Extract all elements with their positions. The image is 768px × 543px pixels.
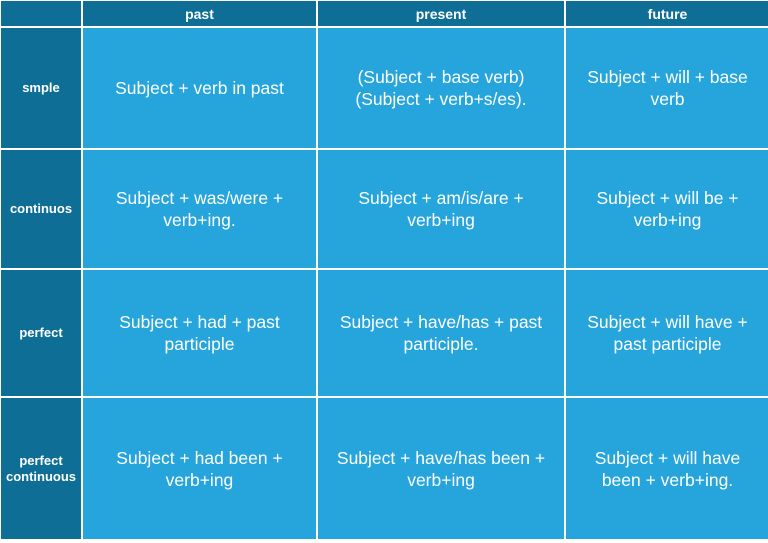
cell-simple-past: Subject + verb in past: [83, 28, 316, 148]
cell-continuous-past: Subject + was/were + verb+ing.: [83, 150, 316, 268]
cell-continuous-present: Subject + am/is/are + verb+ing: [318, 150, 564, 268]
cell-continuous-future: Subject + will be + verb+ing: [566, 150, 768, 268]
cell-perfect-continuous-past: Subject + had been + verb+ing: [83, 398, 316, 539]
row-header-perfect: perfect: [1, 270, 81, 396]
row-header-continuous: continuos: [1, 150, 81, 268]
cell-perfect-continuous-present: Subject + have/has been + verb+ing: [318, 398, 564, 539]
column-header-future: future: [566, 1, 768, 26]
column-header-present: present: [318, 1, 564, 26]
cell-perfect-present: Subject + have/has + past participle.: [318, 270, 564, 396]
cell-perfect-future: Subject + will have + past participle: [566, 270, 768, 396]
cell-perfect-continuous-future: Subject + will have been + verb+ing.: [566, 398, 768, 539]
cell-perfect-past: Subject + had + past participle: [83, 270, 316, 396]
row-header-simple: smple: [1, 28, 81, 148]
row-header-perfect-continuous: perfect continuous: [1, 398, 81, 539]
corner-cell: [1, 1, 81, 26]
cell-simple-present: (Subject + base verb) (Subject + verb+s/…: [318, 28, 564, 148]
column-header-past: past: [83, 1, 316, 26]
cell-simple-future: Subject + will + base verb: [566, 28, 768, 148]
